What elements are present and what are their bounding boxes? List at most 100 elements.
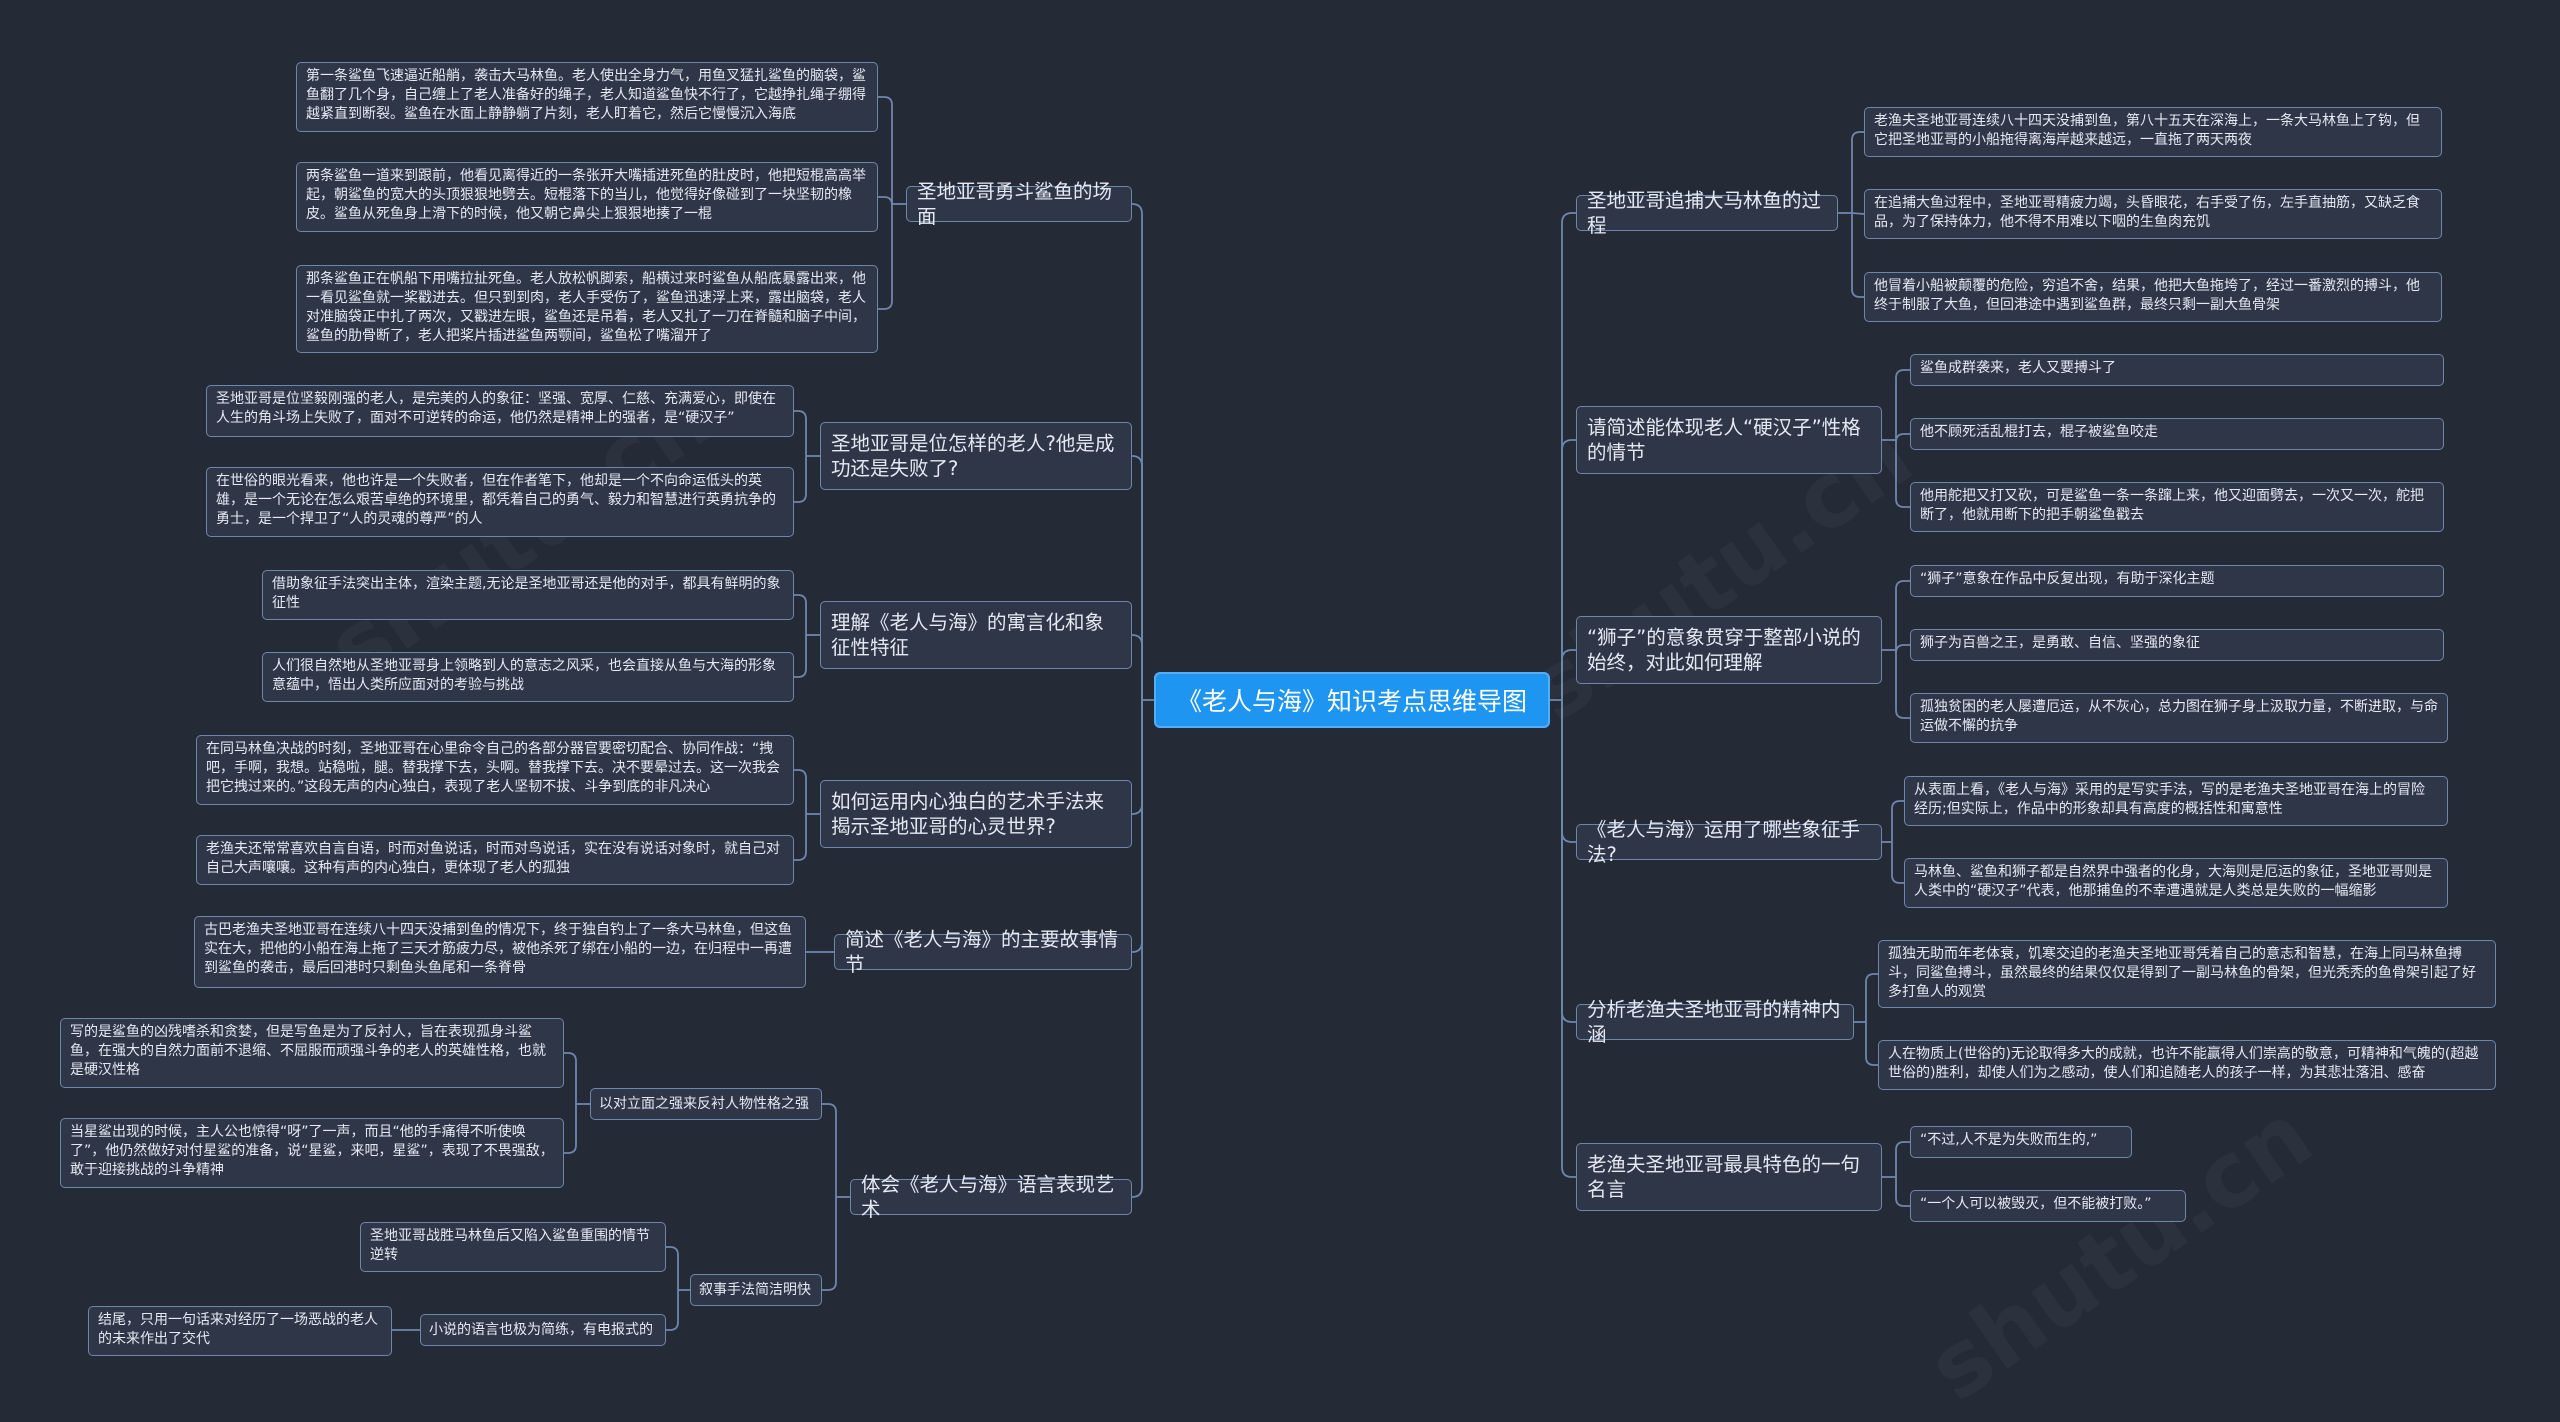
branch-label: 如何运用内心独白的艺术手法来揭示圣地亚哥的心灵世界? (831, 790, 1105, 838)
leaf-note: 写的是鲨鱼的凶残嗜杀和贪婪，但是写鱼是为了反衬人，旨在表现孤身斗鲨鱼，在强大的自… (60, 1018, 564, 1088)
branch-label: 老渔夫圣地亚哥最具特色的一句名言 (1587, 1153, 1861, 1201)
connector (1561, 700, 1576, 1023)
leaf-text: 人们很自然地从圣地亚哥身上领略到人的意志之风采，也会直接从鱼与大海的形象意蕴中，… (272, 658, 776, 693)
connector (666, 1290, 679, 1331)
connector (878, 96, 893, 204)
branch-shark-fight[interactable]: 圣地亚哥勇斗鲨鱼的场面 (906, 180, 1132, 228)
leaf-text: 两条鲨鱼一道来到跟前，他看见离得近的一条张开大嘴插进死鱼的肚皮时，他把短棍高高举… (306, 168, 866, 222)
leaf-note: 在世俗的眼光看来，他也许是一个失败者，但在作者笔下，他却是一个不向命运低头的英雄… (206, 467, 794, 537)
central-topic[interactable]: 《老人与海》知识考点思维导图 (1154, 672, 1550, 728)
connector (794, 635, 807, 678)
connector (794, 594, 807, 635)
connector (1891, 842, 1904, 884)
branch-lion-imagery[interactable]: “狮子”的意象贯穿于整部小说的始终，对此如何理解 (1576, 616, 1882, 684)
leaf-note: 圣地亚哥战胜马林鱼后又陷入鲨鱼重围的情节逆转 (360, 1222, 666, 1272)
leaf-text: 圣地亚哥战胜马林鱼后又陷入鲨鱼重围的情节逆转 (370, 1228, 650, 1263)
branch-tough-guy[interactable]: 请简述能体现老人“硬汉子”性格的情节 (1576, 406, 1882, 474)
branch-label: 请简述能体现老人“硬汉子”性格的情节 (1587, 416, 1861, 464)
sub-branch-label: 以对立面之强来反衬人物性格之强 (599, 1096, 809, 1112)
connector (1865, 973, 1878, 1022)
branch-label: 圣地亚哥勇斗鲨鱼的场面 (917, 180, 1113, 228)
sub-branch-narrative[interactable]: 叙事手法简洁明快 (690, 1274, 822, 1306)
connector (1131, 700, 1143, 1198)
leaf-text: 马林鱼、鲨鱼和狮子都是自然界中强者的化身，大海则是厄运的象征，圣地亚哥则是人类中… (1914, 864, 2432, 899)
leaf-text: 鲨鱼成群袭来，老人又要搏斗了 (1920, 360, 2116, 376)
sub-branch-telegraph[interactable]: 小说的语言也极为简练，有电报式的 (420, 1314, 666, 1346)
connector (878, 196, 893, 206)
leaf-text: 第一条鲨鱼飞速逼近船艄，袭击大马林鱼。老人使出全身力气，用鱼叉猛扎鲨鱼的脑袋，鲨… (306, 68, 866, 122)
connector (1851, 213, 1864, 298)
connector (878, 204, 893, 310)
leaf-text: 在世俗的眼光看来，他也许是一个失败者，但在作者笔下，他却是一个不向命运低头的英雄… (216, 473, 776, 527)
leaf-text: 他冒着小船被颠覆的危险，穷追不舍，结果，他把大鱼拖垮了，经过一番激烈的搏斗，他终… (1874, 278, 2420, 313)
connector (1891, 800, 1904, 842)
leaf-note: 鲨鱼成群袭来，老人又要搏斗了 (1910, 354, 2444, 386)
leaf-text: 他不顾死活乱棍打去，棍子被鲨鱼咬走 (1920, 424, 2158, 440)
branch-label: 理解《老人与海》的寓言化和象征性特征 (831, 611, 1105, 659)
leaf-note: 他冒着小船被颠覆的危险，穷追不舍，结果，他把大鱼拖垮了，经过一番激烈的搏斗，他终… (1864, 272, 2442, 322)
connector (1561, 700, 1576, 1178)
leaf-note: 他用舵把又打又砍，可是鲨鱼一条一条蹿上来，他又迎面劈去，一次又一次，舵把断了，他… (1910, 482, 2444, 532)
sub-branch-contrast[interactable]: 以对立面之强来反衬人物性格之强 (590, 1088, 822, 1120)
connector (1865, 1022, 1878, 1066)
branch-allegory[interactable]: 理解《老人与海》的寓言化和象征性特征 (820, 601, 1132, 669)
leaf-text: “狮子”意象在作品中反复出现，有助于深化主题 (1920, 571, 2215, 587)
connector (822, 1197, 837, 1291)
leaf-note: 老渔夫圣地亚哥连续八十四天没捕到鱼，第八十五天在深海上，一条大马林鱼上了钩，但它… (1864, 107, 2442, 157)
connector (1851, 212, 1865, 215)
leaf-text: 在同马林鱼决战的时刻，圣地亚哥在心里命令自己的各部分器官要密切配合、协同作战：“… (206, 741, 780, 795)
branch-label: 圣地亚哥是位怎样的老人?他是成功还是失败了? (831, 432, 1115, 480)
leaf-note: 老渔夫还常常喜欢自言自语，时而对鱼说话，时而对鸟说话，实在没有说话对象时，就自己… (196, 835, 794, 885)
branch-inner-monologue[interactable]: 如何运用内心独白的艺术手法来揭示圣地亚哥的心灵世界? (820, 780, 1132, 848)
leaf-note: 在追捕大鱼过程中，圣地亚哥精疲力竭，头昏眼花，右手受了伤，左手直抽筋，又缺乏食品… (1864, 189, 2442, 239)
leaf-note: 人们很自然地从圣地亚哥身上领略到人的意志之风采，也会直接从鱼与大海的形象意蕴中，… (262, 652, 794, 702)
leaf-text: “不过,人不是为失败而生的,” (1920, 1132, 2098, 1148)
branch-label: 简述《老人与海》的主要故事情节 (845, 928, 1119, 976)
branch-label: 分析老渔夫圣地亚哥的精神内涵 (1587, 998, 1841, 1046)
leaf-note: 马林鱼、鲨鱼和狮子都是自然界中强者的化身，大海则是厄运的象征，圣地亚哥则是人类中… (1904, 858, 2448, 908)
connector (1851, 131, 1864, 213)
leaf-text: 从表面上看，《老人与海》采用的是写实手法，写的是老渔夫圣地亚哥在海上的冒险经历;… (1914, 782, 2425, 817)
branch-spirit[interactable]: 分析老渔夫圣地亚哥的精神内涵 (1576, 998, 1854, 1046)
leaf-note: “不过,人不是为失败而生的,” (1910, 1126, 2132, 1158)
connector (1131, 700, 1143, 953)
sub-branch-label: 叙事手法简洁明快 (699, 1282, 811, 1298)
sub-branch-label: 小说的语言也极为简练，有电报式的 (429, 1322, 653, 1338)
connector (1895, 440, 1910, 508)
connector (1131, 634, 1143, 700)
branch-symbolism[interactable]: 《老人与海》运用了哪些象征手法? (1576, 818, 1882, 866)
connector (1895, 433, 1910, 443)
branch-language-art[interactable]: 体会《老人与海》语言表现艺术 (850, 1173, 1132, 1221)
connector (794, 814, 807, 861)
branch-old-man-success[interactable]: 圣地亚哥是位怎样的老人?他是成功还是失败了? (820, 422, 1132, 490)
branch-catch-marlin[interactable]: 圣地亚哥追捕大马林鱼的过程 (1576, 189, 1838, 237)
branch-story-plot[interactable]: 简述《老人与海》的主要故事情节 (834, 928, 1132, 976)
leaf-note: 结尾，只用一句话来对经历了一场恶战的老人的未来作出了交代 (88, 1306, 392, 1356)
leaf-text: 老渔夫圣地亚哥连续八十四天没捕到鱼，第八十五天在深海上，一条大马林鱼上了钩，但它… (1874, 113, 2420, 148)
connector (1131, 700, 1143, 815)
leaf-note: 孤独贫困的老人屡遭厄运，从不灰心，总力图在狮子身上汲取力量，不断进取，与命运做不… (1910, 693, 2448, 743)
connector (1895, 369, 1910, 440)
connector (1895, 580, 1910, 650)
leaf-text: 孤独贫困的老人屡遭厄运，从不灰心，总力图在狮子身上汲取力量，不断进取，与命运做不… (1920, 699, 2438, 734)
connector (1561, 439, 1576, 700)
leaf-text: 写的是鲨鱼的凶残嗜杀和贪婪，但是写鱼是为了反衬人，旨在表现孤身斗鲨鱼，在强大的自… (70, 1024, 546, 1078)
leaf-text: 老渔夫还常常喜欢自言自语，时而对鱼说话，时而对鸟说话，实在没有说话对象时，就自己… (206, 841, 780, 876)
leaf-note: 借助象征手法突出主体，渲染主题,无论是圣地亚哥还是他的对手，都具有鲜明的象征性 (262, 570, 794, 620)
leaf-note: “一个人可以被毁灭，但不能被打败。” (1910, 1190, 2186, 1222)
leaf-note: 两条鲨鱼一道来到跟前，他看见离得近的一条张开大嘴插进死鱼的肚皮时，他把短棍高高举… (296, 162, 878, 232)
leaf-text: “一个人可以被毁灭，但不能被打败。” (1920, 1196, 2152, 1212)
branch-label: 体会《老人与海》语言表现艺术 (861, 1173, 1115, 1221)
connector (1895, 650, 1910, 719)
connector (1561, 649, 1576, 700)
leaf-note: 圣地亚哥是位坚毅刚强的老人，是完美的人的象征：坚强、宽厚、仁慈、充满爱心，即使在… (206, 385, 794, 437)
leaf-note: 狮子为百兽之王，是勇敢、自信、坚强的象征 (1910, 629, 2444, 661)
leaf-text: 那条鲨鱼正在帆船下用嘴拉扯死鱼。老人放松帆脚索，船横过来时鲨鱼从船底暴露出来，他… (306, 271, 866, 344)
leaf-note: 第一条鲨鱼飞速逼近船艄，袭击大马林鱼。老人使出全身力气，用鱼叉猛扎鲨鱼的脑袋，鲨… (296, 62, 878, 132)
branch-famous-quote[interactable]: 老渔夫圣地亚哥最具特色的一句名言 (1576, 1143, 1882, 1211)
leaf-text: 孤独无助而年老体衰，饥寒交迫的老渔夫圣地亚哥凭着自己的意志和智慧，在海上同马林鱼… (1888, 946, 2476, 1000)
branch-label: 《老人与海》运用了哪些象征手法? (1587, 818, 1861, 866)
leaf-text: 他用舵把又打又砍，可是鲨鱼一条一条蹿上来，他又迎面劈去，一次又一次，舵把断了，他… (1920, 488, 2424, 523)
connector (1561, 700, 1576, 843)
